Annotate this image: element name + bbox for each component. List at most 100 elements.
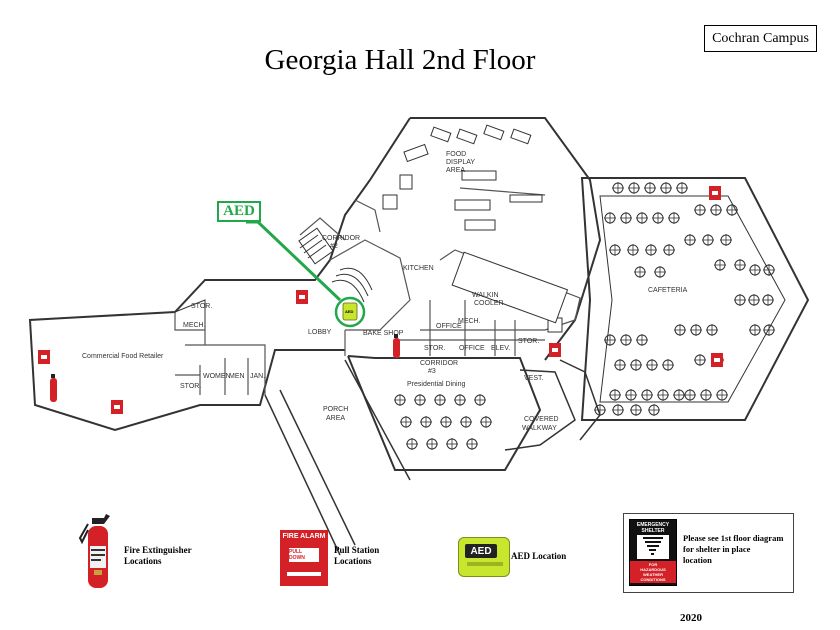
dining-table bbox=[643, 181, 657, 195]
stairs bbox=[298, 227, 373, 303]
dining-table bbox=[633, 265, 647, 279]
room-labels: CORRIDOR #2 FOOD DISPLAY AREA KITCHEN WA… bbox=[82, 151, 688, 432]
building-walls bbox=[28, 117, 810, 556]
dining-table bbox=[433, 393, 447, 407]
dining-table bbox=[413, 393, 427, 407]
dining-table bbox=[608, 243, 622, 257]
legend-shelter: Please see 1st floor diagram for shelter… bbox=[683, 533, 784, 565]
room-label: DISPLAY bbox=[446, 159, 475, 166]
room-label: CORRIDOR bbox=[420, 360, 458, 367]
room-label: CAFETERIA bbox=[648, 287, 688, 294]
dining-table bbox=[675, 181, 689, 195]
room-label: BAKE SHOP bbox=[363, 330, 404, 337]
dining-table bbox=[624, 388, 638, 402]
room-label: AREA bbox=[446, 167, 465, 174]
dining-table bbox=[465, 437, 479, 451]
dining-table bbox=[445, 437, 459, 451]
dining-table bbox=[611, 403, 625, 417]
tornado-icon bbox=[637, 535, 669, 559]
dining-table bbox=[459, 415, 473, 429]
dining-table bbox=[733, 258, 747, 272]
dining-table bbox=[715, 388, 729, 402]
tornado-shelter-icon: EMERGENCY SHELTER FOR HAZARDOUS WEATHER … bbox=[629, 519, 677, 586]
year-label: 2020 bbox=[680, 612, 702, 624]
dining-table bbox=[699, 388, 713, 402]
room-label: WOMEN bbox=[203, 373, 231, 380]
room-label: PORCH bbox=[323, 406, 348, 413]
aed-callout-label: AED bbox=[217, 201, 261, 222]
dining-table bbox=[405, 437, 419, 451]
dining-table bbox=[747, 293, 761, 307]
legend-extinguisher: Fire Extinguisher Locations bbox=[124, 545, 192, 566]
extinguisher-markers bbox=[50, 334, 400, 402]
dining-table bbox=[693, 353, 707, 367]
dining-table bbox=[653, 265, 667, 279]
room-label: LOBBY bbox=[308, 329, 332, 336]
dining-table bbox=[635, 333, 649, 347]
interior-walls bbox=[174, 187, 581, 395]
dining-table bbox=[673, 323, 687, 337]
room-label: COOLER bbox=[474, 300, 504, 307]
aed-marker: AED bbox=[334, 296, 366, 328]
dining-table bbox=[701, 233, 715, 247]
dining-table bbox=[683, 388, 697, 402]
dining-table bbox=[667, 211, 681, 225]
dining-table bbox=[640, 388, 654, 402]
dining-table bbox=[627, 181, 641, 195]
room-label: Commercial Food Retailer bbox=[82, 353, 164, 360]
room-label: ELEV. bbox=[491, 345, 510, 352]
dining-table bbox=[603, 333, 617, 347]
presidential-dining-tables bbox=[393, 393, 493, 451]
pull-station-icon bbox=[709, 186, 721, 200]
room-label: WALKIN bbox=[472, 292, 499, 299]
dining-table bbox=[725, 203, 739, 217]
dining-table bbox=[629, 403, 643, 417]
dining-table bbox=[719, 233, 733, 247]
room-label: KITCHEN bbox=[403, 265, 434, 272]
dining-table bbox=[439, 415, 453, 429]
pull-station-icon bbox=[38, 350, 50, 364]
legend-pull-station: Pull Station Locations bbox=[334, 545, 380, 566]
cafeteria-tables bbox=[593, 181, 776, 417]
aed-icon: AED bbox=[458, 537, 510, 577]
presidential-hexagon bbox=[347, 355, 542, 471]
room-label: STOR. bbox=[424, 345, 445, 352]
dining-table bbox=[672, 388, 686, 402]
dining-table bbox=[709, 203, 723, 217]
fire-extinguisher-icon bbox=[50, 374, 57, 402]
room-label: VEST. bbox=[524, 375, 544, 382]
shelter-legend-box bbox=[623, 513, 794, 593]
pull-handle: PULL DOWN bbox=[289, 548, 319, 562]
pull-station-icon: FIRE ALARM PULL DOWN bbox=[280, 530, 328, 586]
cafeteria-hexagon bbox=[580, 177, 810, 421]
aed-callout-line bbox=[246, 220, 342, 302]
pull-station-icon bbox=[711, 353, 723, 367]
dining-table bbox=[705, 323, 719, 337]
west-wing bbox=[64, 259, 331, 319]
kitchen-hexagon bbox=[410, 117, 602, 361]
room-label: OFFICE bbox=[459, 345, 485, 352]
dining-table bbox=[762, 323, 776, 337]
room-label: STOR. bbox=[191, 303, 212, 310]
dining-table bbox=[626, 243, 640, 257]
dining-table bbox=[453, 393, 467, 407]
fire-extinguisher-icon bbox=[393, 334, 400, 358]
room-label: FOOD bbox=[446, 151, 466, 158]
dining-table bbox=[393, 393, 407, 407]
dining-table bbox=[689, 323, 703, 337]
pull-station-icon bbox=[296, 290, 308, 304]
dining-table bbox=[593, 403, 607, 417]
dining-table bbox=[651, 211, 665, 225]
dining-table bbox=[644, 243, 658, 257]
dining-table bbox=[425, 437, 439, 451]
dining-table bbox=[619, 333, 633, 347]
dining-table bbox=[479, 415, 493, 429]
dining-table bbox=[399, 415, 413, 429]
room-label: JAN. bbox=[250, 373, 265, 380]
food-display-equipment bbox=[382, 124, 569, 333]
room-label: MECH. bbox=[183, 322, 206, 329]
pull-station-icon bbox=[549, 343, 561, 357]
dining-table bbox=[611, 181, 625, 195]
dining-table bbox=[659, 181, 673, 195]
dining-table bbox=[661, 358, 675, 372]
